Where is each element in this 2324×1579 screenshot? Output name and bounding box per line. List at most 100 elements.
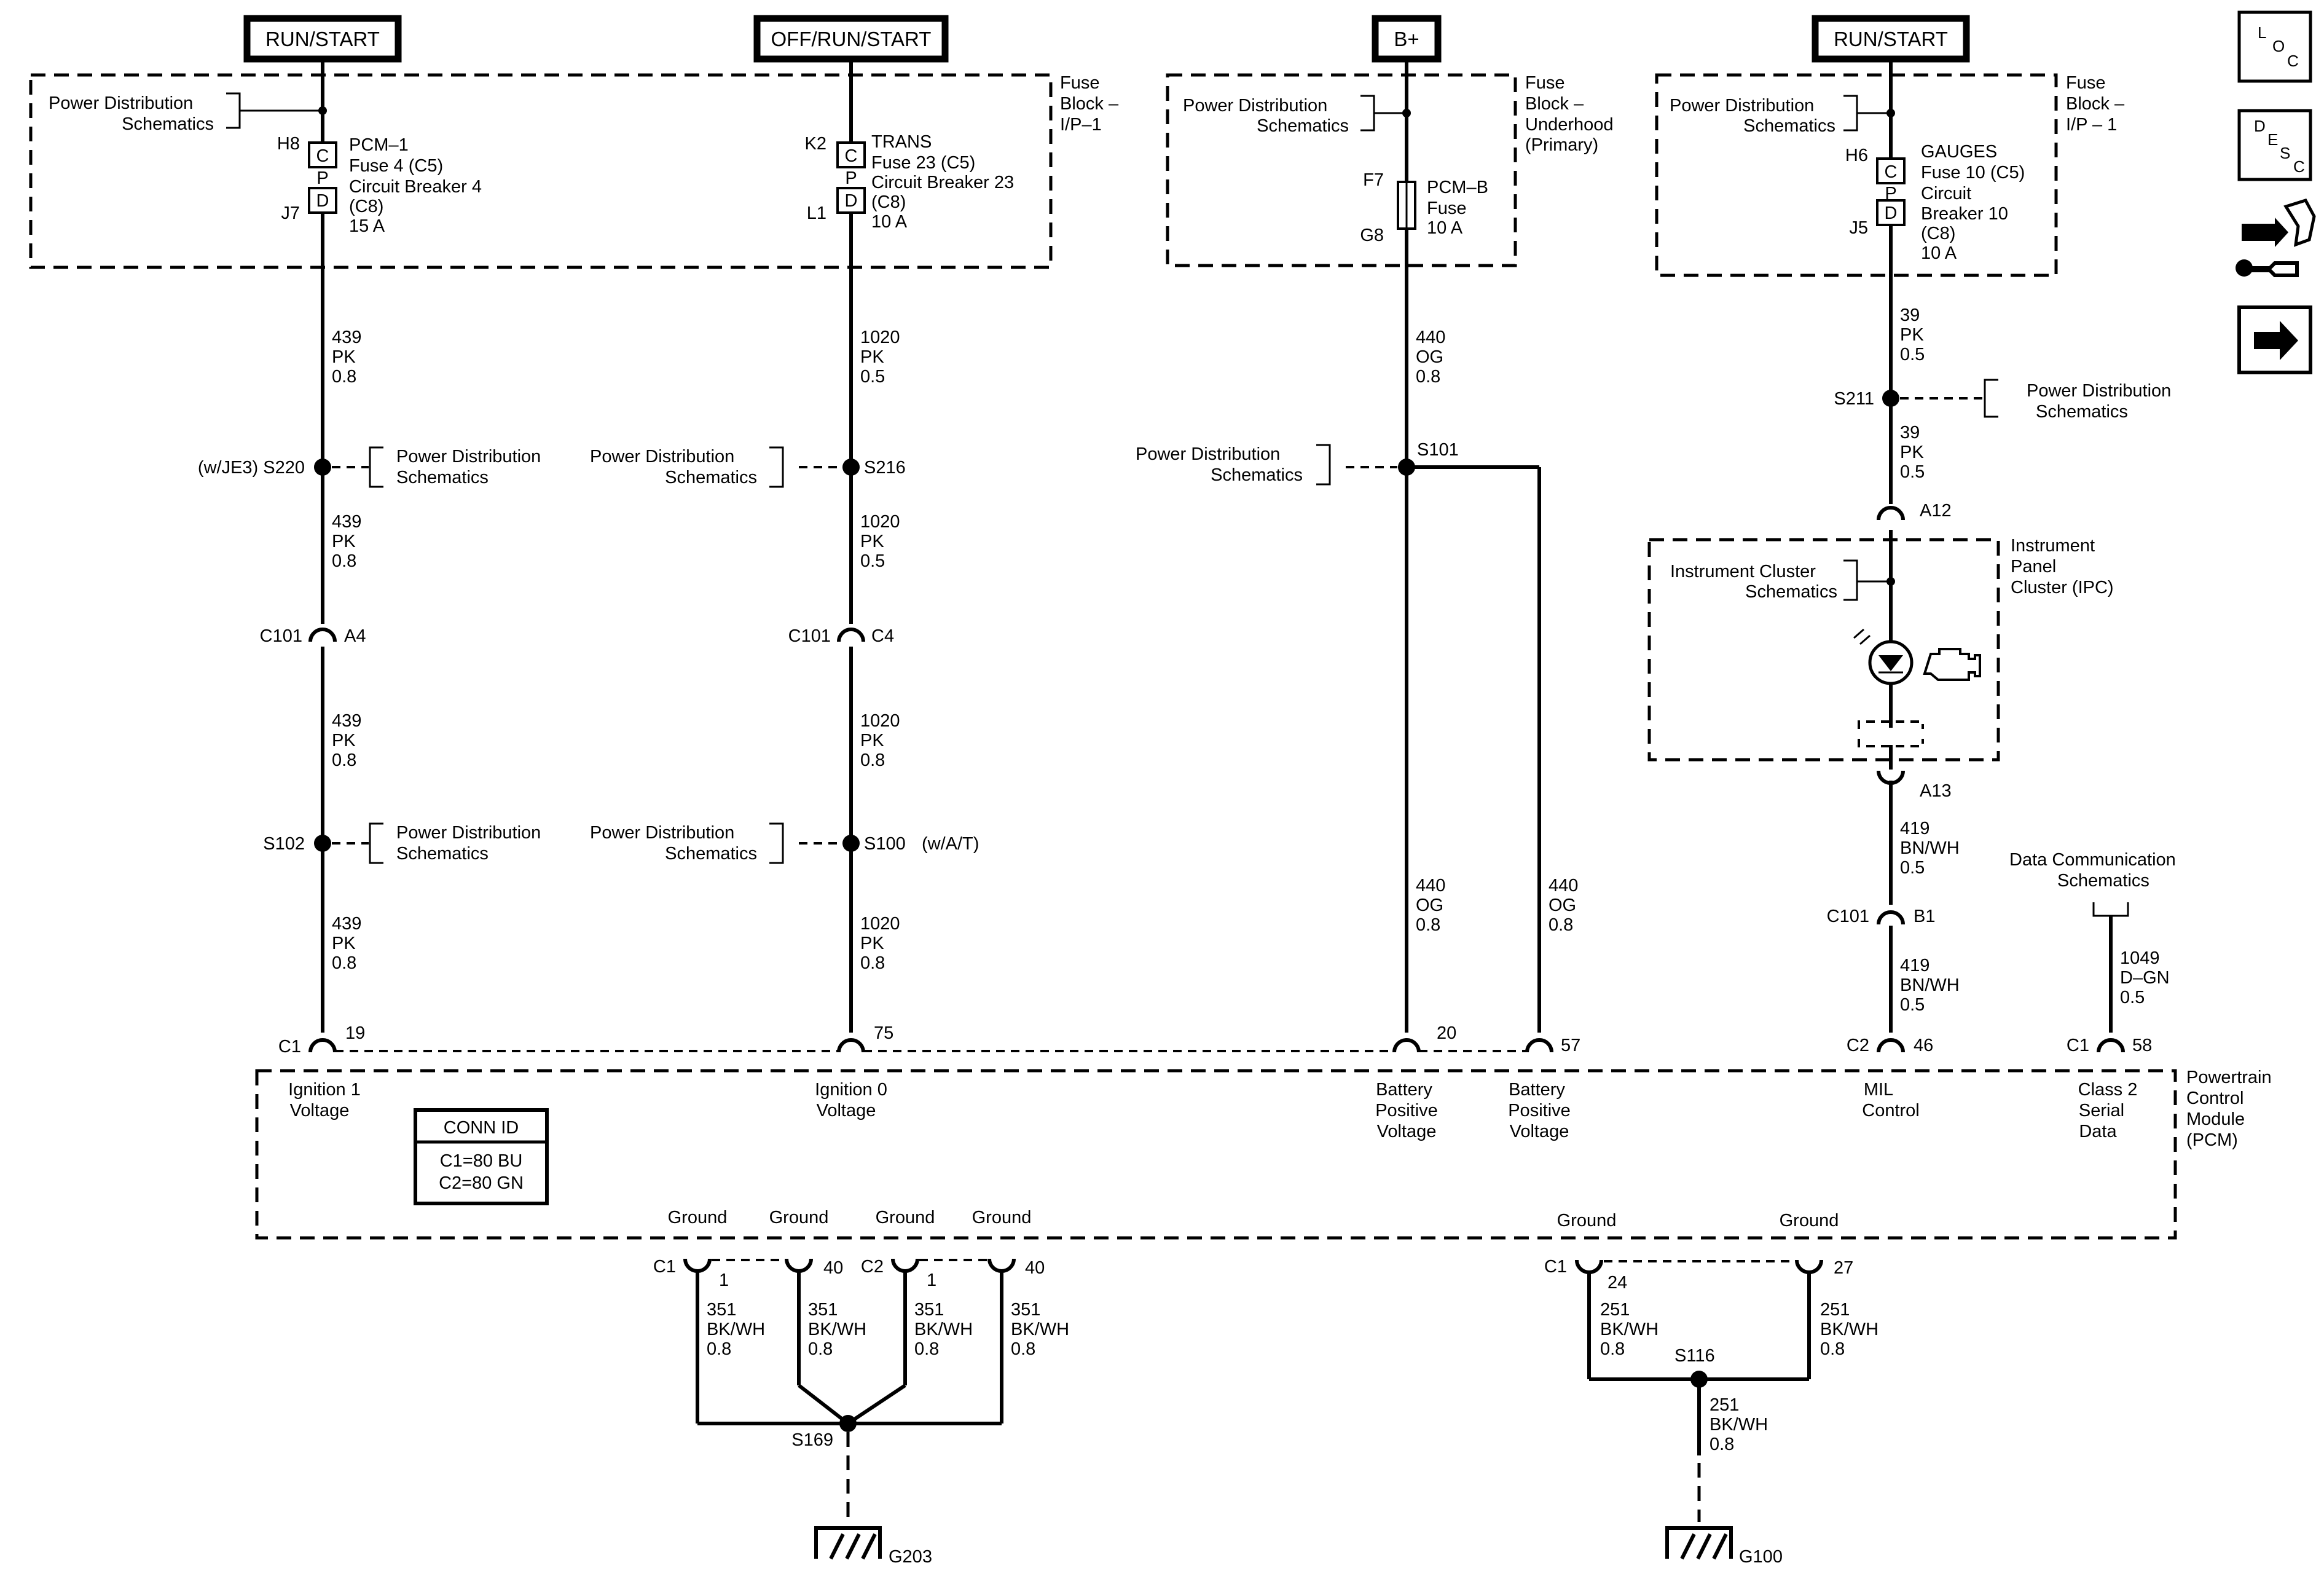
connector-label: C1 xyxy=(1544,1257,1567,1277)
connector-pin: 1 xyxy=(719,1270,729,1290)
cpd-letter: C xyxy=(316,146,329,166)
fuse-name: TRANS xyxy=(871,132,932,152)
fuse-detail: Fuse xyxy=(1427,199,1466,218)
wire-number: 439 xyxy=(332,512,361,532)
wire-size: 0.8 xyxy=(707,1339,731,1359)
power-dist-label: Power Distribution xyxy=(1183,96,1327,116)
fuse-gauges: C P D H6 J5 GAUGES Fuse 10 (C5) Circuit … xyxy=(1845,59,2025,263)
wire-number: 351 xyxy=(1011,1300,1040,1320)
fuse-detail: Circuit Breaker 23 xyxy=(871,173,1014,192)
wire-number: 419 xyxy=(1900,819,1929,838)
fuse-detail: Fuse 23 (C5) xyxy=(871,153,975,173)
pcm-pin-function: Positive xyxy=(1508,1101,1571,1120)
fuse-block-title: (Primary) xyxy=(1525,135,1598,155)
wire-size: 0.5 xyxy=(860,551,885,571)
connector-pin: 20 xyxy=(1437,1023,1456,1043)
wire-size: 0.8 xyxy=(860,953,885,973)
ground-label: Ground xyxy=(668,1208,728,1227)
wire-number: 39 xyxy=(1900,305,1920,325)
wire-size: 0.8 xyxy=(1549,915,1573,935)
power-dist-label: Schematics xyxy=(2036,402,2128,422)
loc-button[interactable]: L O C xyxy=(2237,10,2312,83)
desc-button[interactable]: D E S C xyxy=(2237,109,2312,181)
connector-label: C1 xyxy=(2067,1036,2089,1055)
ground-label: Ground xyxy=(1780,1211,1839,1231)
fuse-rating: 10 A xyxy=(871,212,908,232)
ipc-title: Cluster (IPC) xyxy=(2011,578,2114,597)
wire-number: 251 xyxy=(1820,1300,1850,1320)
splice-label: S101 xyxy=(1417,440,1459,460)
fuse-pcm1: Power Distribution Schematics C P D H8 J… xyxy=(49,59,482,236)
wire-number: 1049 xyxy=(2120,948,2160,968)
wire-number: 439 xyxy=(332,914,361,934)
conn-id-title: CONN ID xyxy=(444,1118,519,1138)
connector-label: C2 xyxy=(861,1257,884,1277)
splice-label: (w/JE3) S220 xyxy=(198,458,305,478)
wire-color: PK xyxy=(1900,325,1924,345)
pcm-title: Control xyxy=(2186,1089,2244,1108)
wire-size: 0.8 xyxy=(332,367,356,387)
pcm-pin-function: Positive xyxy=(1375,1101,1438,1120)
diagnostic-tool-icon[interactable] xyxy=(2236,198,2316,277)
wire-size: 0.5 xyxy=(1900,858,1925,878)
power-dist-label: Schematics xyxy=(665,468,757,487)
loc-letter: L xyxy=(2258,23,2266,42)
fuse-rating: 15 A xyxy=(349,216,385,236)
ipc-title: Panel xyxy=(2011,557,2056,577)
circuit-battery: 440 OG 0.8 S101 Power Distribution Schem… xyxy=(1136,229,1580,1055)
splice-label: S216 xyxy=(864,458,906,478)
power-dist-label: Power Distribution xyxy=(1670,96,1814,116)
cpd-letter: C xyxy=(845,146,858,166)
ground-symbol-icon xyxy=(1665,1526,1733,1560)
desc-letter: D xyxy=(2254,117,2266,135)
wire-color: PK xyxy=(860,532,884,551)
power-source-label: B+ xyxy=(1394,28,1419,50)
wire-size: 0.8 xyxy=(1820,1339,1845,1359)
wire-number: 1020 xyxy=(860,512,900,532)
fuse-pin: G8 xyxy=(1360,226,1384,245)
mil-led-icon xyxy=(1853,628,1914,685)
wire-size: 0.8 xyxy=(332,750,356,770)
connector-label: C2 xyxy=(1847,1036,1869,1055)
ground-label: Ground xyxy=(876,1208,935,1227)
connector-pin: 24 xyxy=(1608,1273,1627,1293)
splice-label: S116 xyxy=(1674,1346,1715,1366)
wire-size: 0.8 xyxy=(332,551,356,571)
splice-label: S100 xyxy=(864,834,906,854)
wire-size: 0.5 xyxy=(1900,995,1925,1015)
wire-number: 39 xyxy=(1900,423,1920,443)
wire-color: BK/WH xyxy=(1710,1415,1768,1435)
circuit-ignition1: 439 PK 0.8 (w/JE3) S220 Power Distributi… xyxy=(198,213,541,1057)
fuse-block-title: Underhood xyxy=(1525,115,1614,135)
ground-id: G203 xyxy=(889,1547,932,1567)
wire-size: 0.8 xyxy=(808,1339,833,1359)
fuse-detail: Fuse 4 (C5) xyxy=(349,156,443,176)
pcm-title: Module xyxy=(2186,1109,2245,1129)
fuse-pin: J5 xyxy=(1849,218,1868,238)
pcm-pin-function: Voltage xyxy=(1510,1122,1569,1141)
desc-letter: C xyxy=(2293,157,2305,176)
power-dist-label: Power Distribution xyxy=(2027,381,2171,401)
wire-color: BK/WH xyxy=(914,1320,973,1339)
wire-size: 0.8 xyxy=(1416,915,1440,935)
check-engine-icon xyxy=(1923,648,1981,681)
power-source-label: RUN/START xyxy=(265,28,380,50)
fuse-block-title: I/P–1 xyxy=(1060,115,1102,135)
fuse-name: PCM–1 xyxy=(349,135,409,155)
splice-label: S211 xyxy=(1834,389,1874,409)
pcm-title: Powertrain xyxy=(2186,1068,2272,1087)
connector-label: C1 xyxy=(653,1257,676,1277)
fuse-block-title: Block – xyxy=(1525,94,1584,114)
power-dist-label: Power Distribution xyxy=(396,823,541,843)
next-arrow-button[interactable] xyxy=(2237,305,2312,374)
fuse-block-title: I/P – 1 xyxy=(2066,115,2117,135)
connector-label: C1 xyxy=(278,1037,301,1057)
wire-number: 419 xyxy=(1900,956,1929,975)
power-dist-label: Power Distribution xyxy=(396,447,541,467)
fuse-detail: (C8) xyxy=(1921,224,1955,243)
power-dist-label: Schematics xyxy=(122,114,214,134)
loc-letter: O xyxy=(2272,37,2285,55)
pcm-pin-function: Class 2 xyxy=(2078,1080,2138,1100)
wire-size: 0.5 xyxy=(1900,462,1925,482)
